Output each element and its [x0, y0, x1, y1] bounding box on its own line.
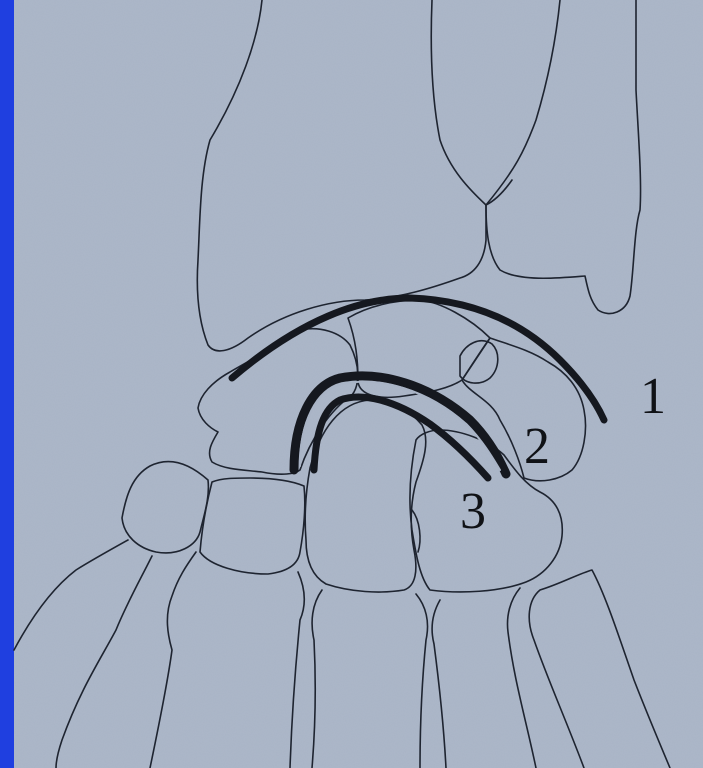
- arc-2-label: 2: [524, 418, 550, 475]
- arc-3-label: 3: [460, 483, 486, 540]
- arc-1-label: 1: [640, 368, 666, 425]
